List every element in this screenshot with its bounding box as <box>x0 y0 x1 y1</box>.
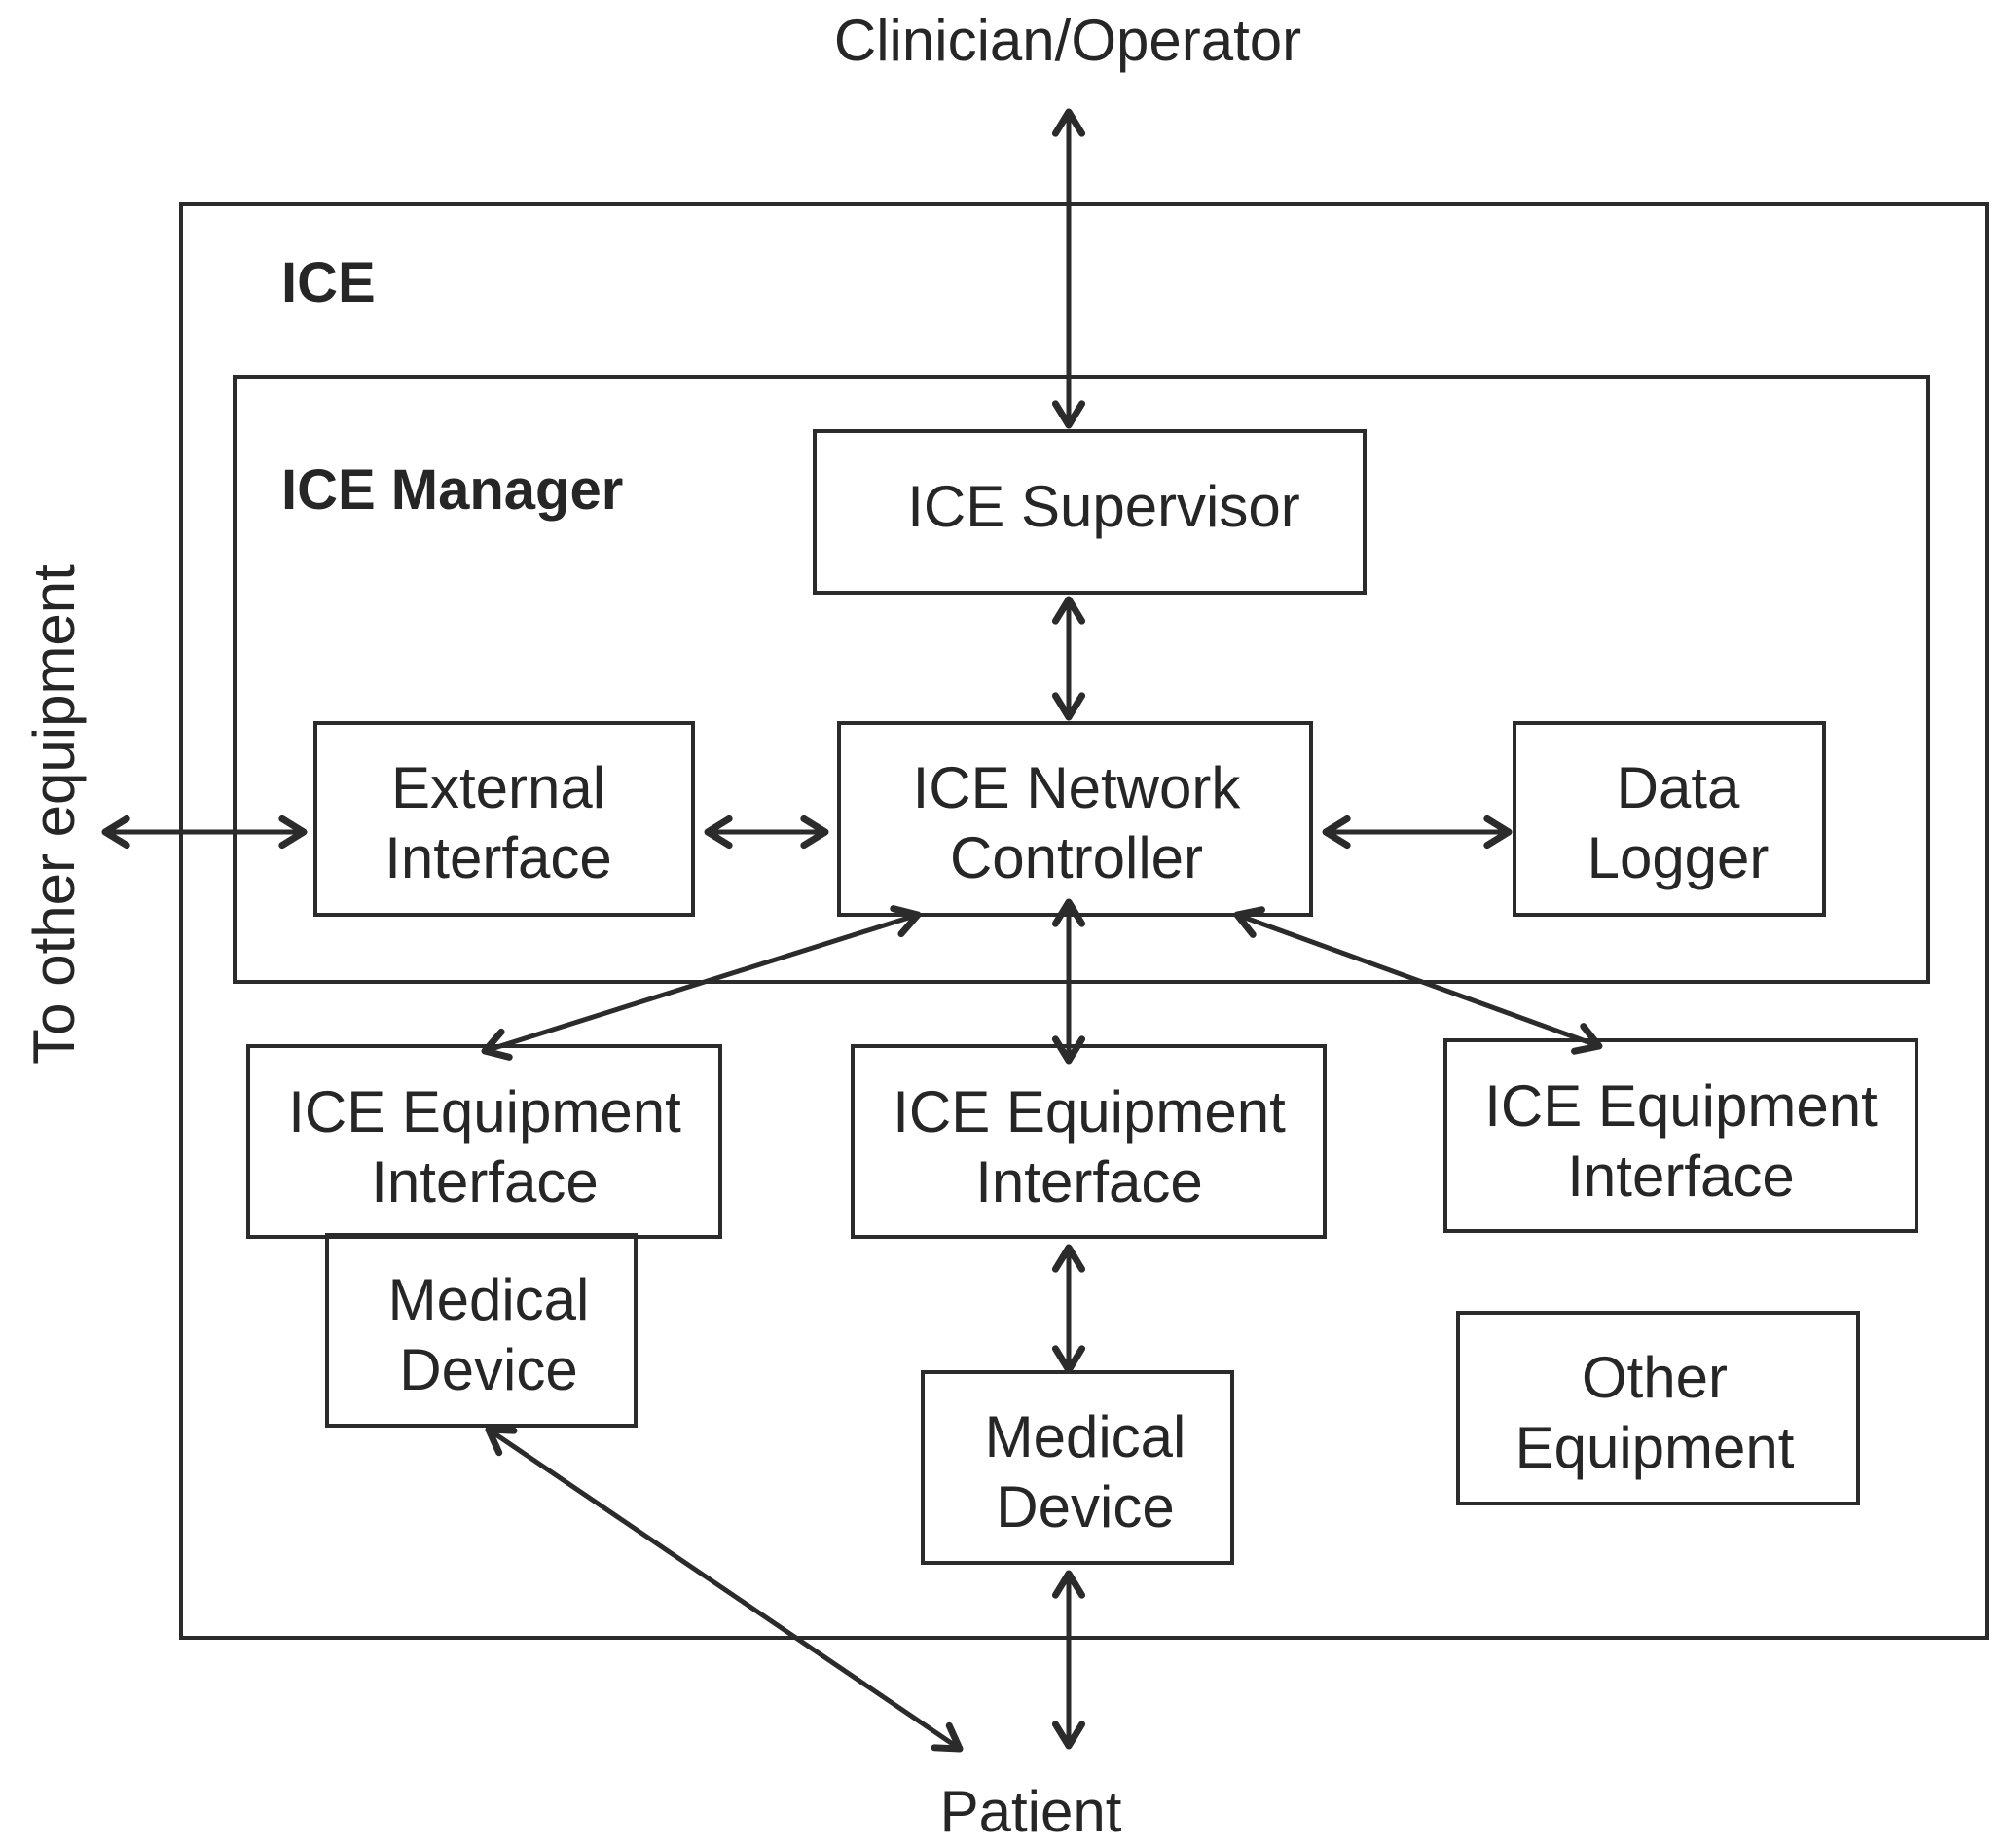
ice-network-controller-box: ICE Network Controller <box>837 721 1313 917</box>
svg-text:Medical: Medical <box>388 1267 590 1332</box>
medical-device-2-box: Medical Device <box>921 1370 1234 1565</box>
svg-text:ICE Network: ICE Network <box>913 755 1242 820</box>
connector-arrows <box>101 108 1603 1753</box>
svg-text:Logger: Logger <box>1587 825 1770 890</box>
arrow-external-controller <box>704 815 829 850</box>
svg-text:ICE Supervisor: ICE Supervisor <box>907 474 1299 539</box>
svg-text:Device: Device <box>996 1474 1174 1540</box>
ice-manager-container <box>233 375 1930 984</box>
arrow-device-2-patient <box>1051 1570 1086 1750</box>
svg-text:Data: Data <box>1617 755 1740 820</box>
ice-equipment-interface-1-box: ICE Equipment Interface <box>246 1044 722 1239</box>
arrow-controller-interface-1 <box>481 905 922 1061</box>
svg-text:Device: Device <box>399 1337 577 1402</box>
arrow-other-equipment-external <box>101 815 308 850</box>
svg-text:Interface: Interface <box>1567 1143 1794 1209</box>
ice-supervisor-box: ICE Supervisor <box>813 429 1367 595</box>
svg-text:Interface: Interface <box>975 1149 1202 1214</box>
data-logger-box: Data Logger <box>1513 721 1826 917</box>
svg-text:Medical: Medical <box>985 1404 1186 1469</box>
clinician-operator-label: Clinician/Operator <box>834 8 1301 73</box>
svg-text:Equipment: Equipment <box>1515 1415 1795 1480</box>
external-interface-box: External Interface <box>313 721 695 917</box>
svg-text:Interface: Interface <box>384 825 611 890</box>
arrow-controller-logger <box>1322 815 1513 850</box>
svg-text:Controller: Controller <box>950 825 1203 890</box>
arrow-device-1-patient <box>485 1426 964 1753</box>
ice-label: ICE <box>281 251 376 314</box>
svg-text:ICE Equipment: ICE Equipment <box>893 1079 1286 1144</box>
svg-text:Other: Other <box>1582 1345 1728 1410</box>
to-other-equipment-label: To other equipment <box>21 564 87 1065</box>
arrow-clinician-supervisor <box>1051 108 1086 429</box>
arrow-interface-2-device-2 <box>1051 1244 1086 1374</box>
other-equipment-box: Other Equipment <box>1456 1311 1860 1505</box>
arrow-controller-interface-3 <box>1233 906 1603 1055</box>
svg-text:ICE Equipment: ICE Equipment <box>288 1079 681 1144</box>
svg-text:Interface: Interface <box>371 1149 598 1214</box>
arrow-controller-interface-2 <box>1051 898 1086 1065</box>
ice-container <box>179 202 1989 1640</box>
ice-manager-label: ICE Manager <box>281 458 623 522</box>
arrow-supervisor-controller <box>1051 596 1086 721</box>
medical-device-1-box: Medical Device <box>325 1233 638 1428</box>
ice-equipment-interface-3-box: ICE Equipment Interface <box>1443 1038 1918 1233</box>
svg-text:External: External <box>391 755 605 820</box>
svg-text:ICE Equipment: ICE Equipment <box>1484 1073 1878 1139</box>
ice-equipment-interface-2-box: ICE Equipment Interface <box>851 1044 1327 1239</box>
patient-label: Patient <box>940 1779 1122 1844</box>
